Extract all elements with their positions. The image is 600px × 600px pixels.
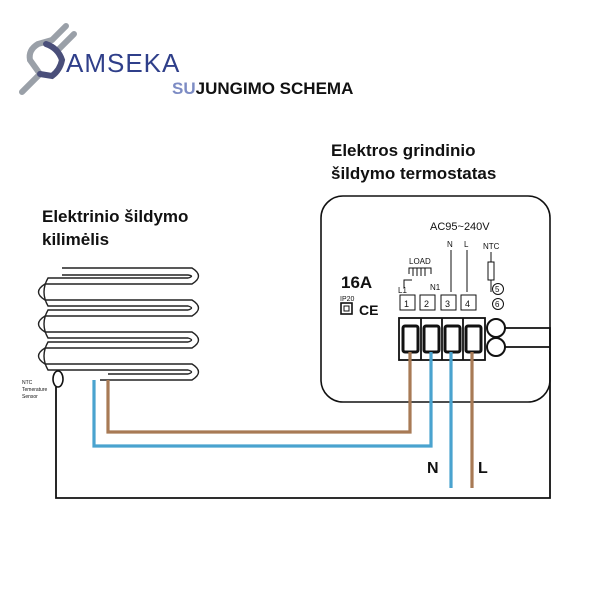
load-bracket (403, 267, 432, 288)
supply-l-label: L (478, 460, 488, 477)
terminal-l1-label: L1 (398, 286, 407, 295)
ntc-terminal-label: NTC (483, 242, 500, 251)
terminal-1-number: 1 (404, 299, 409, 309)
ntc-symbol-icon (487, 252, 504, 310)
plug-logo-icon (19, 23, 77, 95)
sensor-wire (55, 327, 551, 499)
ntc-sensor-note: NTC Temerature Sensor (22, 380, 47, 401)
thermostat-label-line2: šildymo termostatas (331, 164, 497, 183)
logo-text: AMSEKA (66, 48, 181, 78)
terminal-n-top-label: N (447, 240, 453, 249)
heating-mat-label-line2: kilimėlis (42, 230, 110, 249)
ntc-sensor-probe-icon (52, 370, 64, 388)
terminal-2-number: 2 (424, 299, 429, 309)
ip-square-inner-icon (343, 305, 350, 312)
ntc-note-line2: Temerature (22, 387, 48, 393)
terminal-3-number: 3 (445, 299, 450, 309)
schema-title-rest: JUNGIMO SCHEMA (195, 79, 354, 98)
supply-n-label: N (427, 460, 439, 477)
schema-title: SUJUNGIMO SCHEMA (172, 79, 353, 99)
terminal-number-blocks (399, 294, 477, 311)
blue-wire-mat (92, 352, 433, 448)
heating-mat-cable (37, 267, 200, 381)
thermostat-label-line1: Elektros grindinio (331, 141, 476, 160)
ip-rating-label: IP20 (340, 296, 355, 303)
thermostat-label: Elektros grindinio šildymo termostatas (331, 139, 496, 185)
heating-mat-label: Elektrinio šildymo kilimėlis (42, 205, 188, 251)
ip-square-icon (340, 302, 353, 315)
current-rating: 16A (341, 273, 372, 292)
sensor-pin-5: 5 (495, 285, 500, 294)
load-label: LOAD (409, 257, 431, 266)
ntc-note-line1: NTC (22, 380, 33, 386)
terminal-4-number: 4 (465, 299, 470, 309)
sensor-pin-6: 6 (495, 300, 500, 309)
sensor-terminal-circles (486, 318, 506, 357)
terminal-n1-label: N1 (430, 283, 441, 292)
terminal-l-top-label: L (464, 240, 469, 249)
voltage-label: AC95~240V (430, 221, 490, 233)
heating-mat-label-line1: Elektrinio šildymo (42, 207, 189, 226)
ce-mark: CE (359, 302, 378, 318)
ntc-note-line3: Sensor (22, 394, 38, 400)
brown-wire-mat (106, 352, 412, 434)
schema-title-prefix: SU (172, 79, 196, 98)
